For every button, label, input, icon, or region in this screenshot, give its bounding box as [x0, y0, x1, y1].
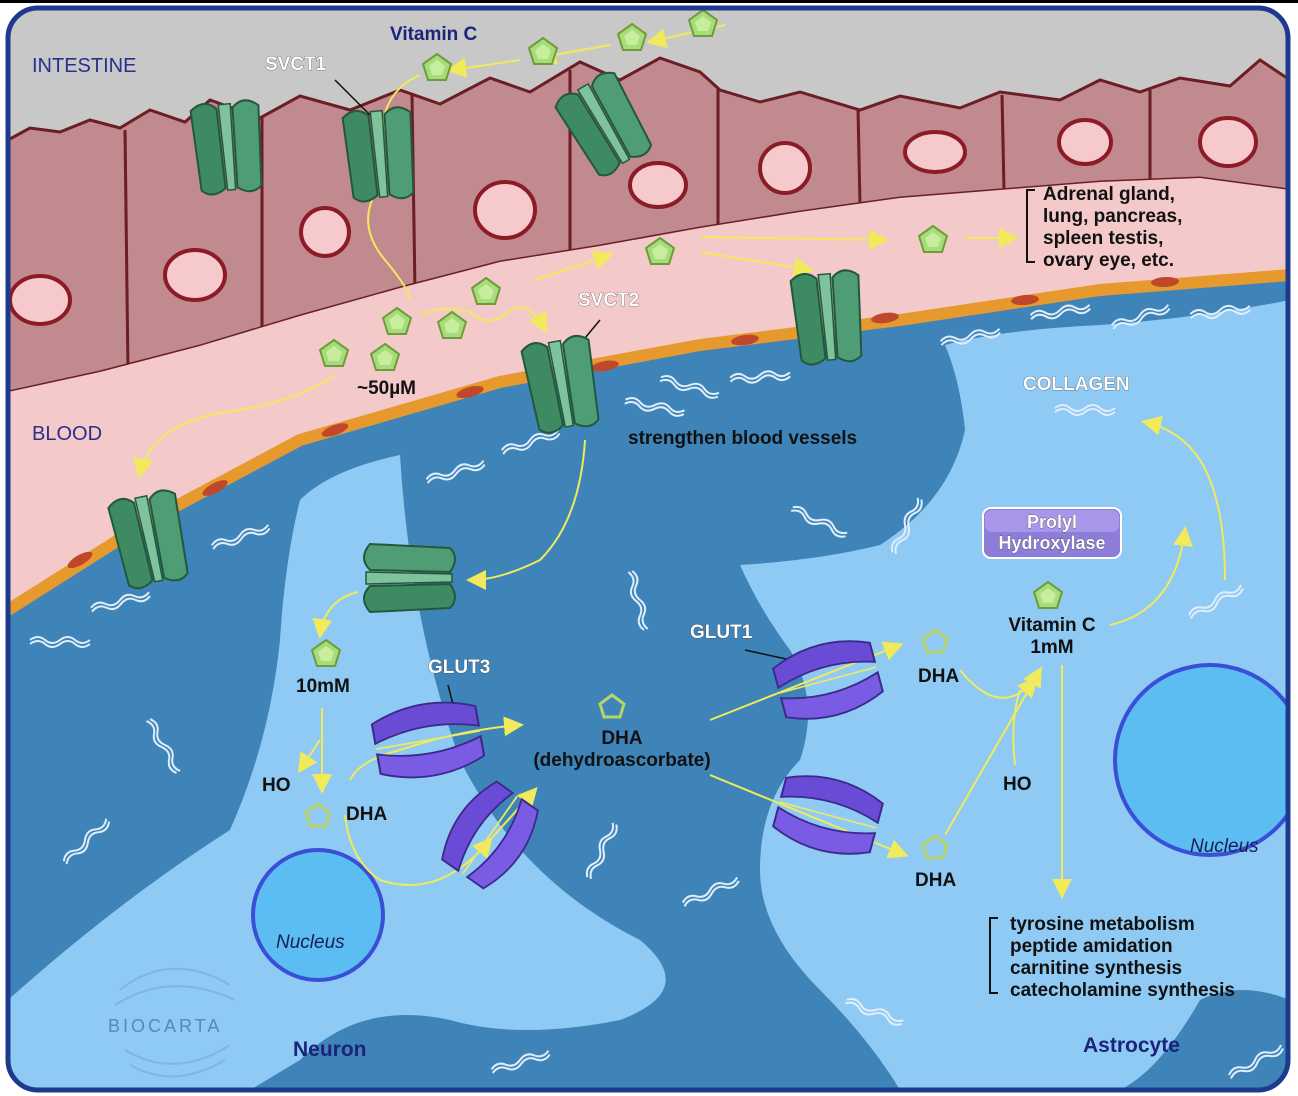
- neuron-cell: [8, 455, 666, 1090]
- biocarta-logo: [114, 967, 236, 1078]
- epithelial-nuclei: [8, 116, 1258, 326]
- svct2-label: SVCT2: [578, 290, 639, 311]
- dha-astro-upper-label: DHA: [918, 666, 959, 687]
- functions-list-item: carnitine synthesis: [1010, 958, 1182, 979]
- vitamin-c-top-label: Vitamin C: [390, 24, 478, 45]
- intestine-label: INTESTINE: [32, 55, 136, 77]
- functions-list-item: tyrosine metabolism: [1010, 914, 1195, 935]
- blood-concentration-label: ~50µM: [357, 378, 416, 399]
- neuron-label: Neuron: [293, 1038, 367, 1061]
- astrocyte-nucleus-label: Nucleus: [1190, 836, 1259, 857]
- endothelial-nuclei: [67, 276, 1179, 569]
- collagen-label: COLLAGEN: [1023, 374, 1130, 395]
- dha-neuron-label: DHA: [346, 804, 387, 825]
- svct1-label: SVCT1: [265, 54, 327, 75]
- prolyl-label-line1: Prolyl: [1027, 512, 1077, 532]
- blood-vessel-lumen: [8, 178, 1288, 610]
- epithelial-cell-borders: [123, 70, 1152, 373]
- astrocyte-label: Astrocyte: [1083, 1034, 1180, 1057]
- neuron-nucleus-label: Nucleus: [276, 932, 345, 953]
- vitamin-c-astro-label: Vitamin C: [1008, 615, 1096, 636]
- strengthen-vessels-label: strengthen blood vessels: [628, 428, 857, 449]
- dha-astro-lower-label: DHA: [915, 870, 956, 891]
- dehydroascorbate-label: (dehydroascorbate): [533, 750, 710, 771]
- biocarta-brand: BIOCARTA: [108, 1016, 222, 1036]
- top-border: [0, 0, 1298, 3]
- organs-bracket: [1026, 189, 1035, 263]
- neuron-nucleus: [251, 848, 385, 982]
- organs-list-item: ovary eye, etc.: [1043, 250, 1174, 271]
- functions-bracket: [989, 917, 998, 994]
- functions-list-item: peptide amidation: [1010, 936, 1173, 957]
- organs-list-item: Adrenal gland,: [1043, 184, 1175, 205]
- prolyl-label-line2: Hydroxylase: [998, 533, 1105, 553]
- vitamin-c-astro-concentration: 1mM: [1030, 637, 1073, 658]
- glut1-label: GLUT1: [690, 622, 753, 643]
- glut3-label: GLUT3: [428, 657, 490, 678]
- transport-arrows: [133, 24, 1226, 899]
- functions-list-item: catecholamine synthesis: [1010, 980, 1235, 1001]
- blood-label: BLOOD: [32, 423, 102, 445]
- organs-list-item: spleen testis,: [1043, 228, 1163, 249]
- astrocyte-nucleus: [1113, 663, 1288, 857]
- dha-center-label: DHA: [601, 728, 642, 749]
- ho-astro-label: HO: [1003, 774, 1032, 795]
- neuron-concentration-label: 10mM: [296, 676, 350, 697]
- organs-list-item: lung, pancreas,: [1043, 206, 1182, 227]
- frame: [5, 5, 1291, 1093]
- prolyl-hydroxylase-enzyme: [982, 507, 1122, 559]
- ho-neuron-label: HO: [262, 775, 291, 796]
